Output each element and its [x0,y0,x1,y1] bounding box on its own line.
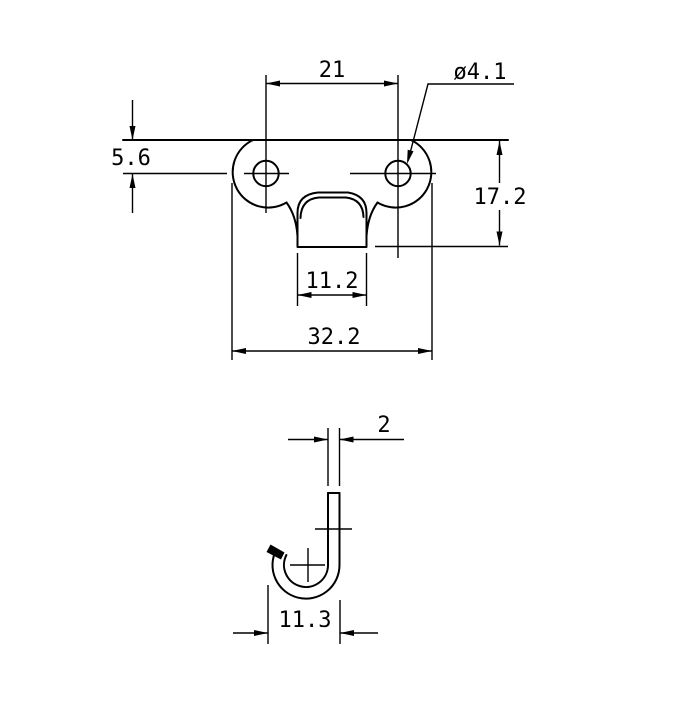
right-fillet-curve [365,201,379,237]
leader-hole-diameter: ø4.1 [407,60,514,164]
arrowhead-right [418,348,432,354]
arrowhead-up [129,174,136,188]
hook-inner-arc [283,554,329,588]
arrowhead-right [352,292,367,298]
dimension-overall-width: 32.2 [231,183,433,360]
leader-shoulder-line [407,83,514,162]
arrowhead-up [496,141,503,155]
arrowhead-left [297,292,312,298]
hook-outer-arc [271,548,341,600]
dimension-text-material-thickness: 2 [377,413,390,438]
arrowhead-down [129,126,136,140]
dimension-text-tab-width: 11.2 [306,269,359,294]
arrowhead-right [384,80,398,87]
arrowhead-left [339,436,354,443]
right-ear-arc [376,139,433,209]
arrowhead-right [314,436,328,443]
side-view: 2 11.3 [233,413,404,644]
left-fillet-curve [285,201,299,237]
dimension-text-hole-spacing: 21 [319,58,346,83]
top-view: 21 5.6 17.2 11.2 [111,58,526,360]
dimension-text-hook-outer-width: 11.3 [279,608,332,633]
arrowhead-left [266,80,280,87]
dimension-hole-spacing: 21 [266,58,398,87]
dimension-text-overall-width: 32.2 [308,325,361,350]
dimension-tab-width: 11.2 [296,253,368,306]
dimension-material-thickness: 2 [288,413,404,486]
dimension-text-hole-diameter: ø4.1 [454,60,507,85]
arrowhead-left [340,630,354,636]
dimension-hook-outer-width: 11.3 [233,585,378,644]
arrowhead-left [232,348,246,354]
left-ear-arc [231,139,288,209]
hook-tip-end-cap [266,544,285,560]
hook-tab-bend-line [299,196,365,219]
arrowhead-right [254,630,268,636]
dimension-edge-to-hole-center: 5.6 [111,100,151,213]
leader-arrowhead [407,149,414,164]
dimension-plate-height: 17.2 [375,140,527,248]
arrowhead-down [496,231,503,246]
dimension-text-edge-to-hole-center: 5.6 [111,146,151,171]
hook-tab-outline [296,191,368,248]
dimension-text-plate-height: 17.2 [474,185,527,210]
hook-arc-center-cross [290,548,325,582]
